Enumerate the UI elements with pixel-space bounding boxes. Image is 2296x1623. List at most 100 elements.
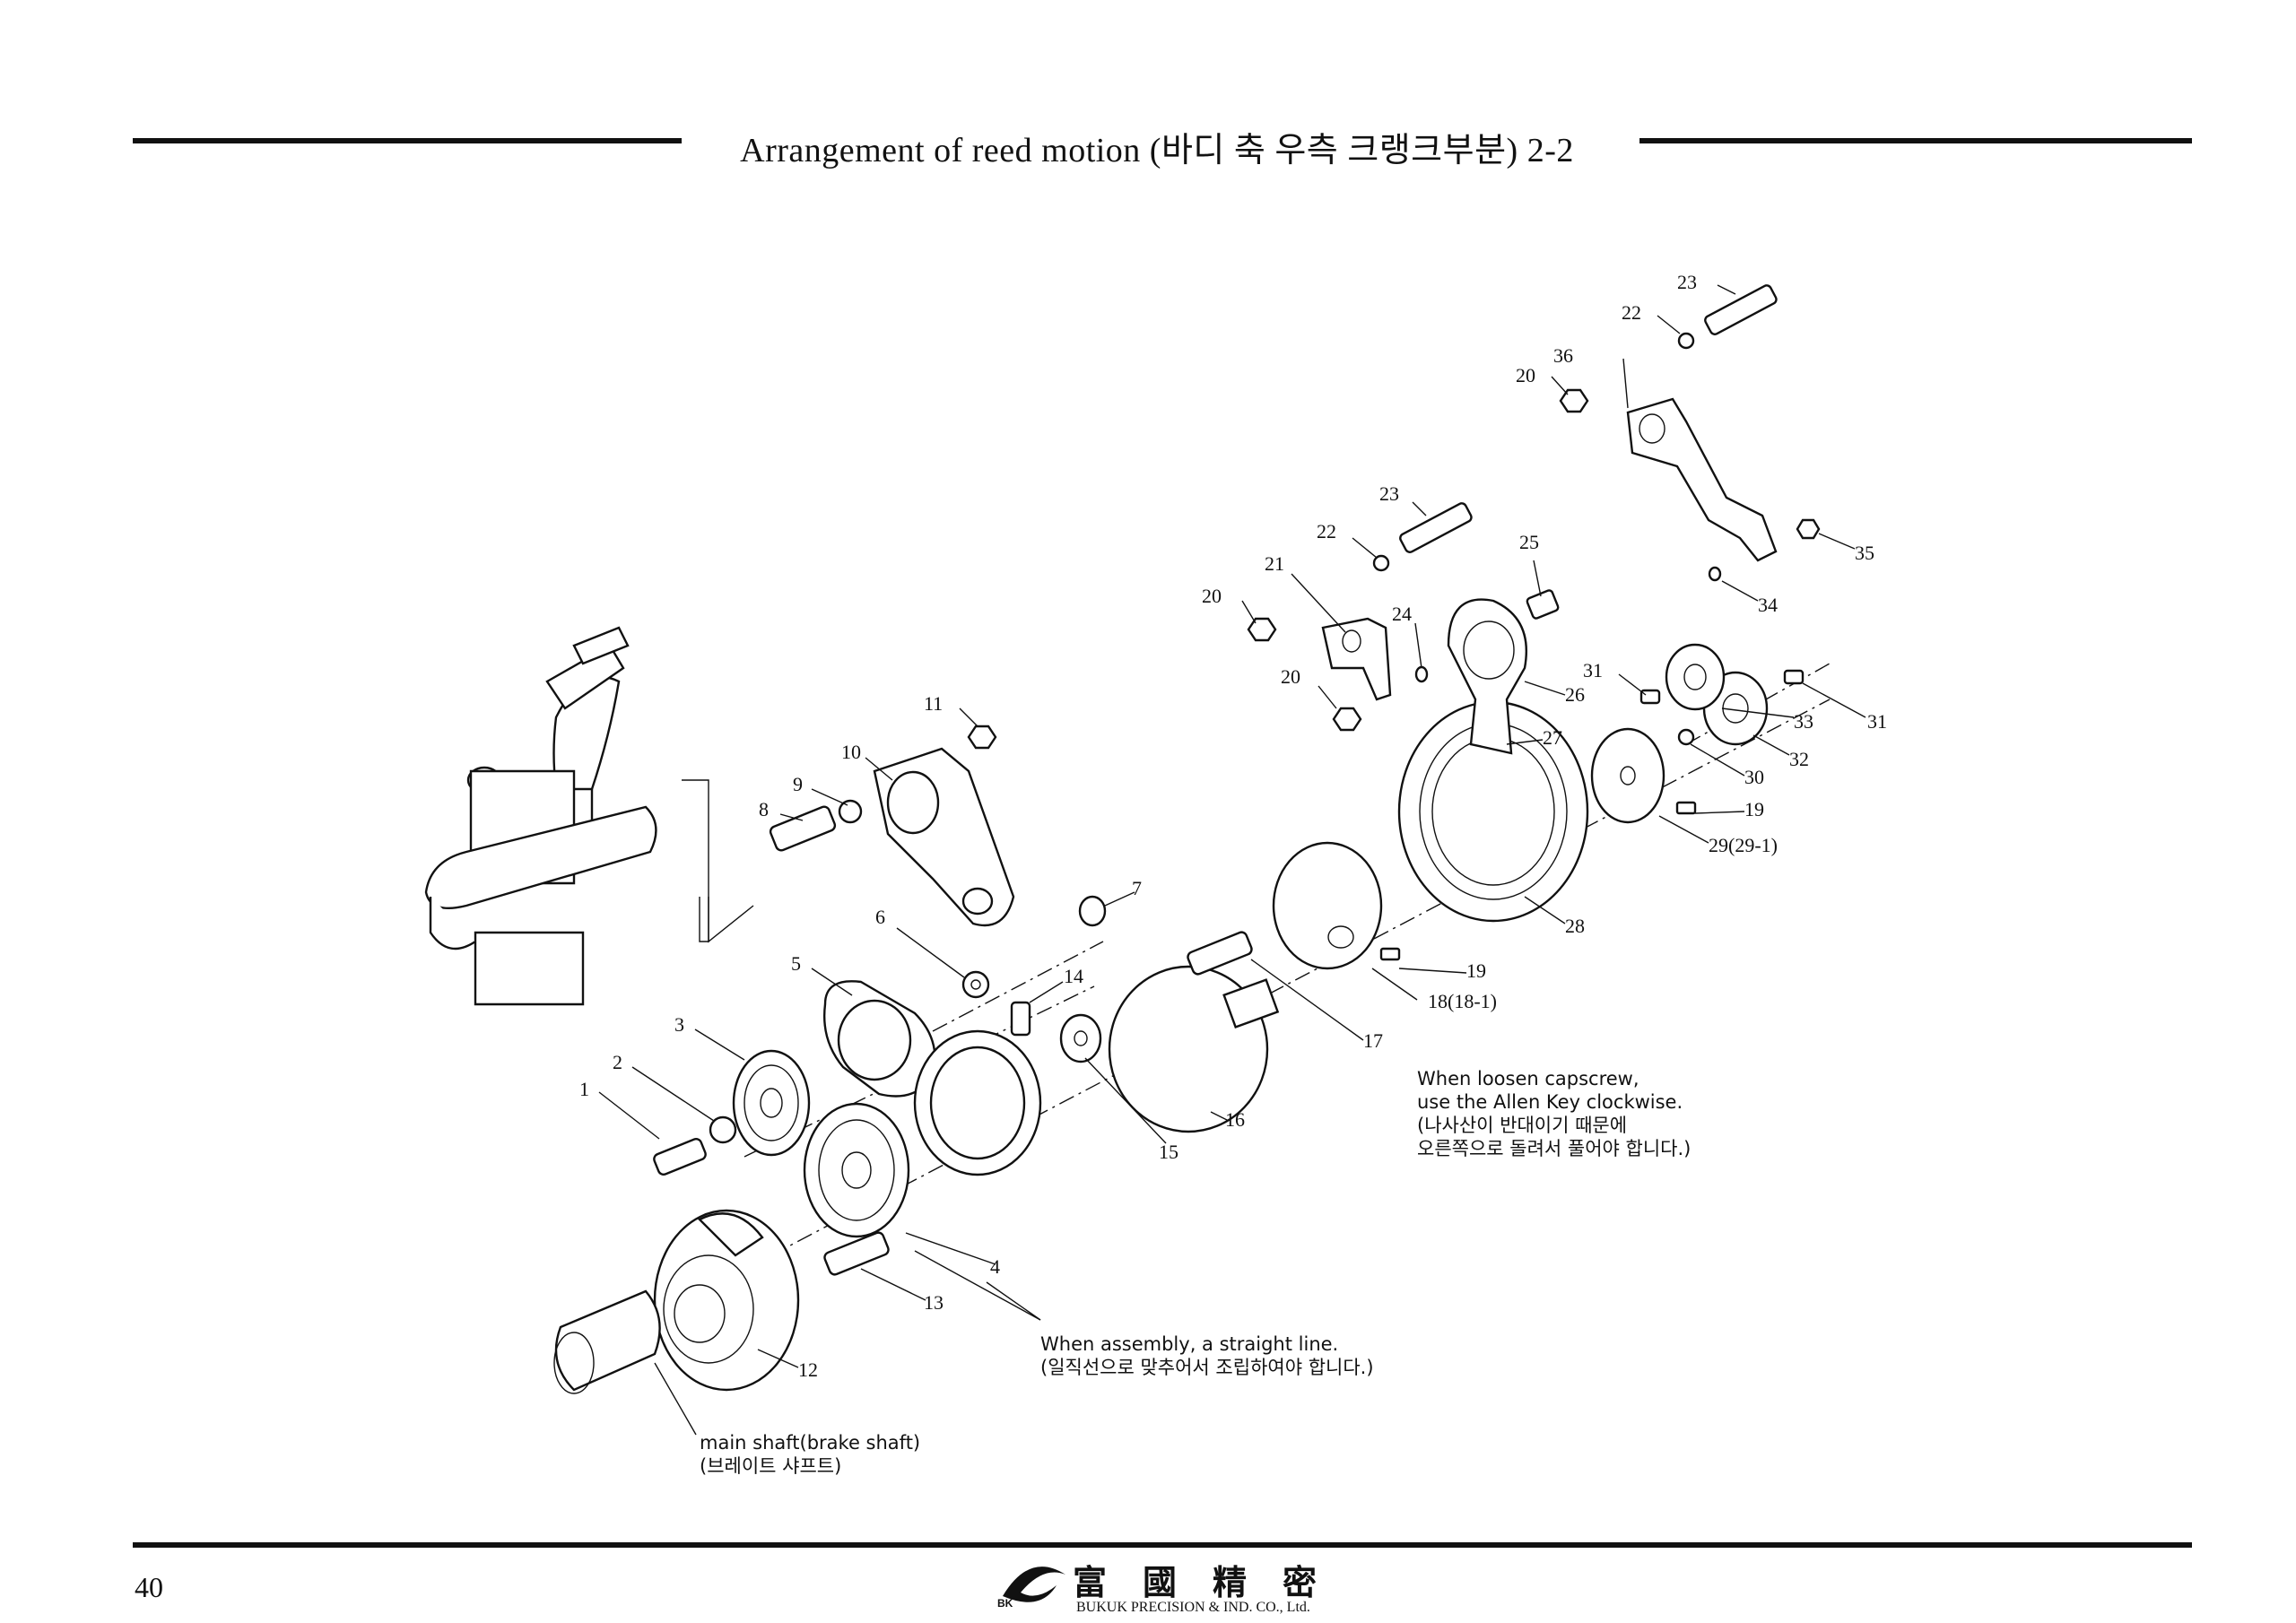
callout-32: 32: [1789, 748, 1809, 770]
part-8-bolt: [769, 805, 837, 852]
callout-3: 3: [674, 1013, 684, 1036]
axis-line-upper: [932, 941, 1104, 1032]
callout-4: 4: [990, 1255, 1000, 1278]
part-19-setscrew-a: [1379, 947, 1401, 961]
note-line: (일직선으로 맞추어서 조립하여야 합니다.): [1040, 1357, 1374, 1378]
part-21-bracket: [1321, 617, 1392, 701]
note-line: (나사산이 반대이기 때문에: [1417, 1115, 1628, 1136]
callout-5: 5: [791, 952, 801, 975]
straight-line-leader-2: [914, 1250, 1041, 1321]
part-7-bushing: [1078, 895, 1107, 927]
part-26-arm: [1447, 598, 1527, 755]
callout-11: 11: [924, 692, 943, 715]
part-9-washer: [838, 799, 863, 824]
part-22-washer-b: [1677, 332, 1695, 350]
part-12-hub: [653, 1209, 800, 1392]
part-30-washer: [1677, 728, 1695, 746]
callout-9: 9: [793, 773, 803, 795]
part-24-ring: [1414, 665, 1429, 683]
callout-16: 16: [1225, 1108, 1245, 1131]
part-1-capscrew: [653, 1137, 707, 1176]
callout-31a: 31: [1583, 659, 1603, 681]
callout-29: 29(29-1): [1709, 834, 1778, 856]
part-17-bolt: [1187, 931, 1253, 976]
logo-chinese: 富國精密: [1073, 1562, 1353, 1602]
callout-18: 18(18-1): [1428, 990, 1497, 1012]
callout-22a: 22: [1317, 520, 1336, 542]
part-20-nut-c: [1559, 388, 1589, 413]
part-36-bracket: [1626, 397, 1778, 562]
part-3-bearing: [732, 1049, 811, 1157]
callout-19a: 19: [1466, 959, 1486, 982]
callout-labels: 1 2 3 4 5 6 7 8 9 10 11 12 13 14 15 16 1…: [579, 271, 1887, 1381]
part-29-disc: [1590, 727, 1665, 824]
note-line: use the Allen Key clockwise.: [1417, 1091, 1683, 1113]
straight-line-note: When assembly, a straight line. (일직선으로 맞…: [1040, 1332, 1374, 1379]
part-20-nut-b: [1332, 707, 1362, 732]
part-22-washer-a: [1372, 554, 1390, 572]
callout-35: 35: [1855, 542, 1874, 564]
note-line: main shaft(brake shaft): [700, 1432, 921, 1454]
logo-english: BUKUK PRECISION & IND. CO., Ltd.: [1076, 1600, 1310, 1615]
svg-text:BK: BK: [997, 1597, 1013, 1610]
callout-33: 33: [1794, 710, 1813, 733]
callout-14: 14: [1064, 965, 1083, 987]
callout-26: 26: [1565, 683, 1585, 706]
note-line: When assembly, a straight line.: [1040, 1333, 1339, 1355]
part-19-setscrew-b: [1675, 801, 1697, 815]
callout-31b: 31: [1867, 710, 1887, 733]
callout-23a: 23: [1379, 482, 1399, 505]
callout-20c: 20: [1516, 364, 1535, 386]
note-line: 오른쪽으로 돌려서 풀어야 합니다.): [1417, 1138, 1692, 1159]
note-line: (브레이트 샤프트): [700, 1455, 842, 1477]
callout-1: 1: [579, 1078, 589, 1100]
header-rule-left: [133, 138, 682, 143]
main-shaft-leader: [654, 1362, 697, 1436]
leader-lines: [598, 284, 1866, 1368]
part-16-disc: [1108, 965, 1280, 1133]
note-line: When loosen capscrew,: [1417, 1068, 1639, 1089]
part-18-cap: [1272, 841, 1383, 970]
part-14-screw: [1010, 1001, 1031, 1037]
part-33-bearing: [1665, 643, 1726, 711]
part-15-washer: [1059, 1013, 1102, 1063]
part-23-bolt-a: [1399, 502, 1473, 553]
callout-21: 21: [1265, 552, 1284, 575]
callout-27: 27: [1543, 726, 1562, 749]
part-2-washer: [709, 1115, 737, 1144]
callout-2: 2: [613, 1051, 622, 1073]
callout-34: 34: [1758, 594, 1778, 616]
part-31-screw-b: [1783, 669, 1805, 685]
main-shaft: [553, 1289, 661, 1394]
callout-28: 28: [1565, 915, 1585, 937]
footer-rule: [133, 1542, 2192, 1548]
callout-25: 25: [1519, 531, 1539, 553]
part-6-washer: [961, 970, 990, 999]
callout-20a: 20: [1202, 585, 1222, 607]
part-5-crank-link: [823, 980, 1042, 1176]
callout-24: 24: [1392, 603, 1412, 625]
straight-line-leader: [986, 1281, 1041, 1321]
part-35-nut: [1796, 518, 1821, 540]
callout-36: 36: [1553, 344, 1573, 367]
part-34-ring: [1708, 566, 1722, 582]
main-shaft-note: main shaft(brake shaft) (브레이트 샤프트): [700, 1431, 920, 1478]
crank-bracket-assembly: [424, 626, 754, 1006]
bk-swoosh-icon: BK: [997, 1567, 1065, 1610]
callout-10: 10: [841, 741, 861, 763]
callout-20b: 20: [1281, 665, 1300, 688]
callout-15: 15: [1159, 1141, 1178, 1163]
callout-17: 17: [1363, 1029, 1383, 1052]
part-20-nut-a: [1247, 617, 1277, 642]
part-25-bolt: [1526, 589, 1560, 620]
part-28-ring: [1397, 700, 1589, 923]
page-title: Arrangement of reed motion (바디 축 우측 크랭크부…: [740, 132, 1574, 169]
part-13-bolt: [823, 1231, 890, 1276]
part-23-bolt-b: [1704, 284, 1778, 335]
page-number: 40: [135, 1571, 163, 1603]
header-rule-right: [1639, 138, 2192, 143]
callout-23b: 23: [1677, 271, 1697, 293]
callout-7: 7: [1132, 877, 1142, 899]
part-31-screw-a: [1639, 689, 1661, 705]
